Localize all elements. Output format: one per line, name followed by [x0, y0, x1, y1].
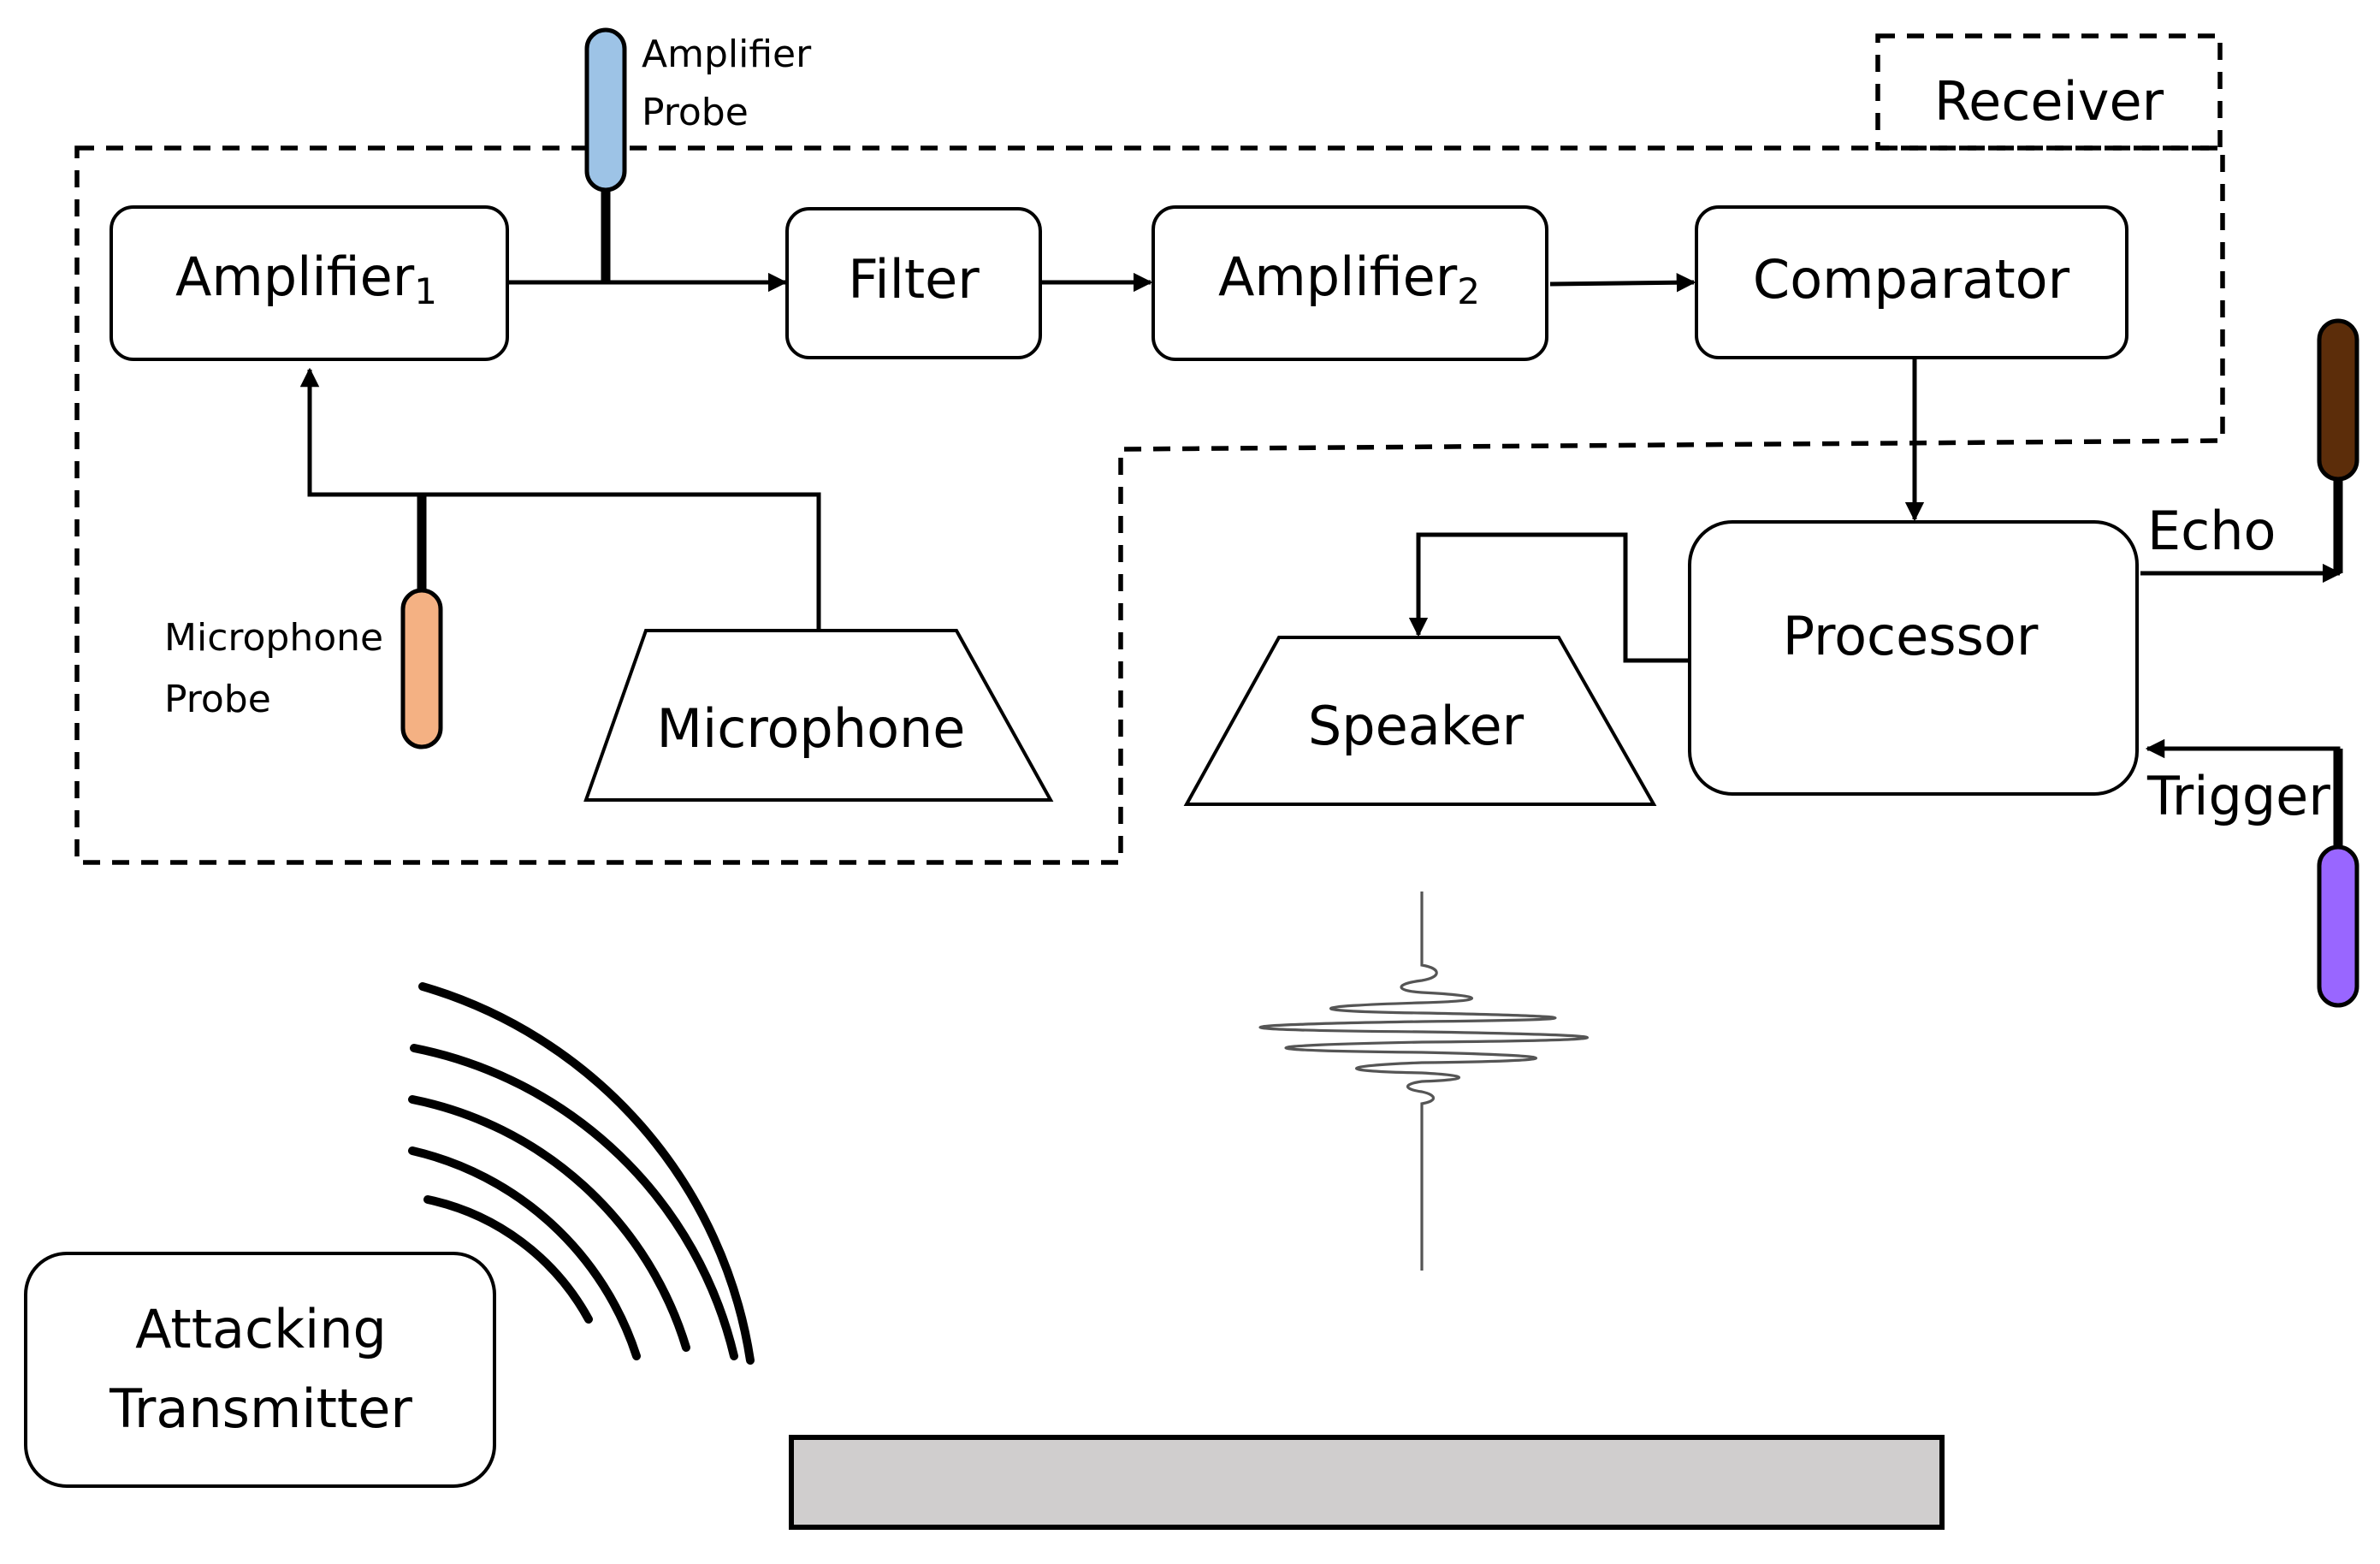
filter-block: [785, 207, 1042, 359]
amplifier1-block: [110, 205, 509, 361]
receiver-label: Receiver: [1934, 70, 2164, 133]
amplifier1-label: Amplifier1: [175, 246, 437, 312]
filter-label: Filter: [848, 248, 980, 311]
wire-processor-to-speaker: [1408, 532, 1690, 663]
comparator-label: Comparator: [1753, 248, 2070, 311]
amplifier-probe-label-line1: Amplifier: [642, 33, 812, 76]
echo-label: Echo: [2147, 500, 2276, 562]
amplifier2-label: Amplifier2: [1218, 246, 1480, 312]
echo-probe-icon: [2317, 318, 2359, 482]
amplifier-probe-label-line2: Probe: [642, 91, 749, 134]
processor-label: Processor: [1783, 605, 2039, 667]
speaker-block: [1183, 636, 1657, 806]
microphone-probe-label-line1: Microphone: [164, 616, 383, 660]
microphone-probe-icon: [400, 588, 443, 749]
trigger-probe-icon: [2317, 844, 2359, 1008]
attacking-transmitter-label-line1: Attacking: [135, 1298, 387, 1360]
wire-microphone-to-amplifier1: [299, 367, 821, 631]
reflecting-surface: [789, 1435, 1945, 1530]
microphone-block: [583, 629, 1054, 802]
ultrasonic-burst-icon: [1258, 892, 1589, 1271]
wire-amplifier2-to-comparator: [1549, 272, 1696, 293]
comparator-block: [1695, 205, 2128, 359]
receiver-label-box: [1875, 33, 2223, 151]
speaker-label: Speaker: [1308, 695, 1525, 757]
attacking-transmitter-block: [24, 1252, 496, 1488]
processor-block: [1688, 520, 2139, 796]
attacking-transmitter-label-line2: Transmitter: [109, 1377, 412, 1440]
trigger-label: Trigger: [2146, 765, 2330, 827]
amplifier-probe-icon: [584, 27, 627, 193]
attack-wave-icon: [408, 982, 755, 1365]
amplifier2-block: [1152, 205, 1548, 361]
microphone-label: Microphone: [657, 697, 966, 760]
microphone-probe-label-line2: Probe: [164, 678, 271, 721]
